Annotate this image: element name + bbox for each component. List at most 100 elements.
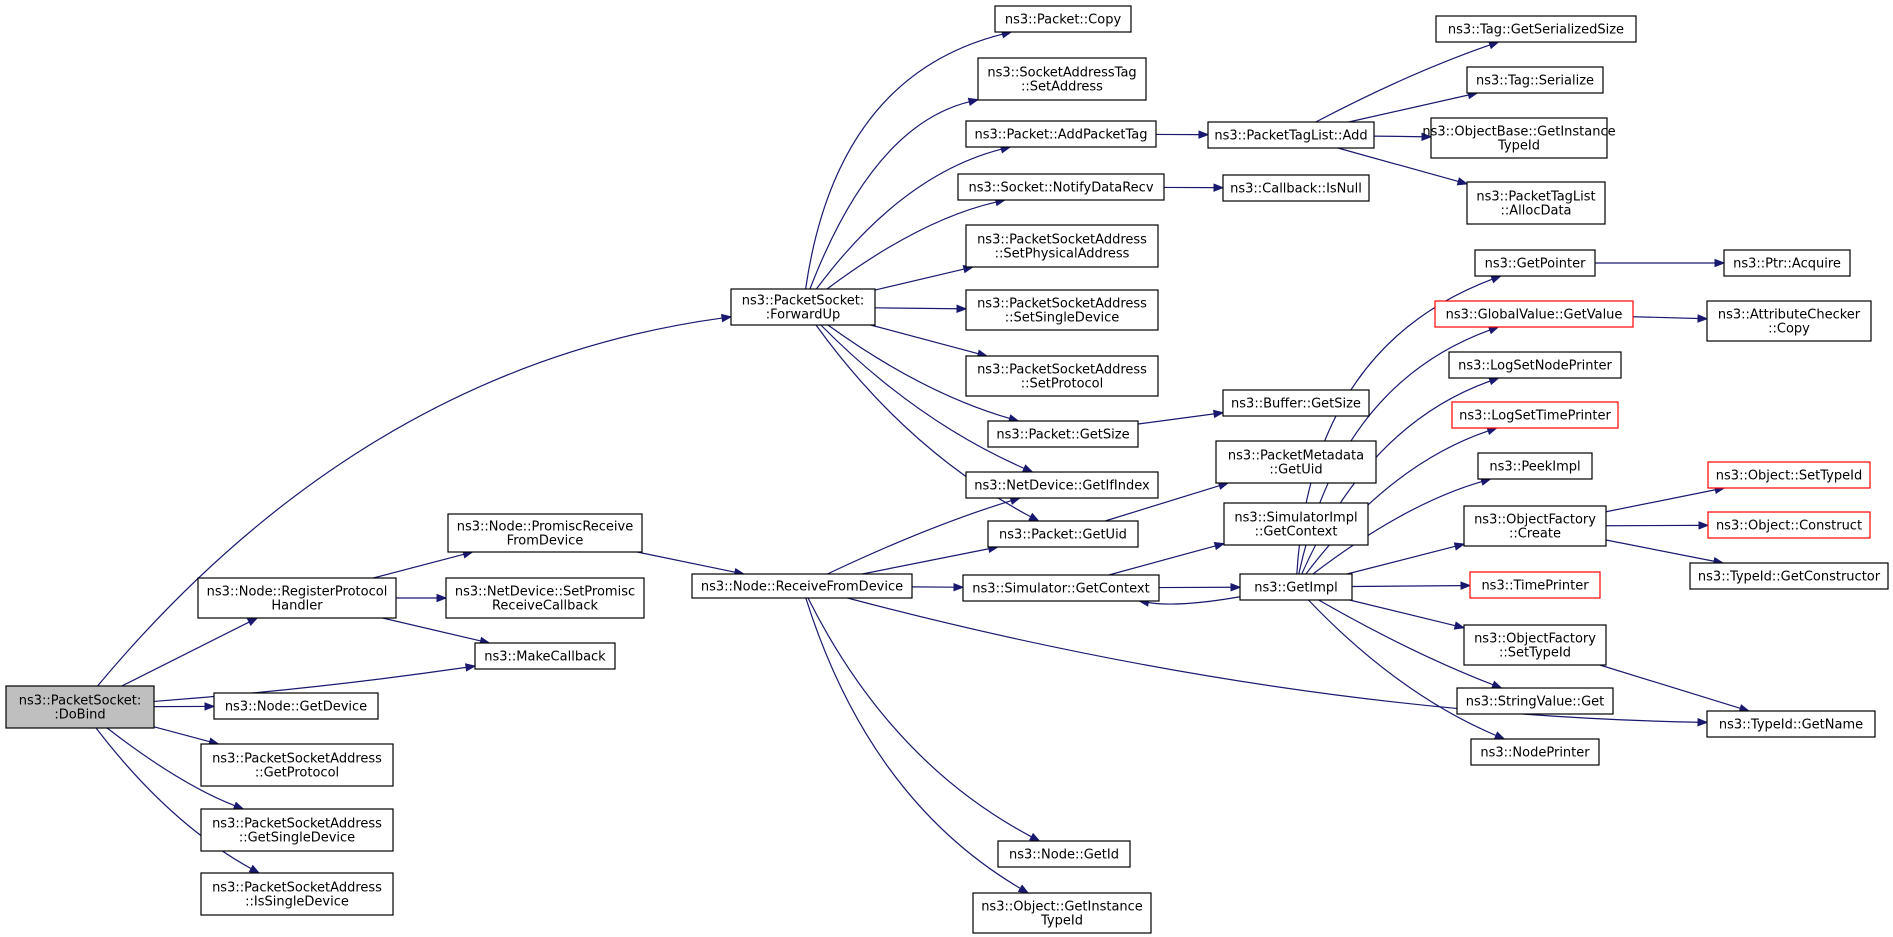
node-forwardup[interactable]: ns3::PacketSocket::ForwardUp xyxy=(730,288,876,326)
node-timeprinter[interactable]: ns3::TimePrinter xyxy=(1469,571,1601,599)
node-notifydatarecv[interactable]: ns3::Socket::NotifyDataRecv xyxy=(957,173,1165,201)
node-nodegetdevice[interactable]: ns3::Node::GetDevice xyxy=(213,692,379,720)
arrowhead-getpointer-to-ptr_acquire xyxy=(1714,258,1726,268)
node-buffer_getsize[interactable]: ns3::Buffer::GetSize xyxy=(1222,389,1370,417)
node-box xyxy=(1435,15,1637,43)
node-label: ns3::Node::ReceiveFromDevice xyxy=(701,580,903,595)
node-logtimeprinter[interactable]: ns3::LogSetTimePrinter xyxy=(1451,401,1619,429)
node-makecallback[interactable]: ns3::MakeCallback xyxy=(474,642,616,670)
node-tag_getserialized[interactable]: ns3::Tag::GetSerializedSize xyxy=(1435,15,1637,43)
node-packetgetuid[interactable]: ns3::Packet::GetUid xyxy=(987,520,1139,548)
node-box xyxy=(1706,300,1872,342)
node-label: ns3::GetImpl xyxy=(1254,581,1338,596)
arrowhead-ptl_add-to-ptl_allocdata xyxy=(1456,177,1469,186)
node-label: ::SetTypeId xyxy=(1499,646,1571,661)
node-ptr_acquire[interactable]: ns3::Ptr::Acquire xyxy=(1723,249,1851,277)
node-typeid_getname[interactable]: ns3::TypeId::GetName xyxy=(1706,710,1876,738)
node-label: ns3::ObjectFactory xyxy=(1474,632,1596,647)
node-psa_getsingle[interactable]: ns3::PacketSocketAddress::GetSingleDevic… xyxy=(200,808,394,852)
node-ptl_add[interactable]: ns3::PacketTagList::Add xyxy=(1207,121,1375,149)
node-ptl_allocdata[interactable]: ns3::PacketTagList::AllocData xyxy=(1466,181,1606,225)
node-lognodeprinter[interactable]: ns3::LogSetNodePrinter xyxy=(1448,351,1622,379)
node-tag_serialize[interactable]: ns3::Tag::Serialize xyxy=(1466,66,1604,94)
node-pm_getuid[interactable]: ns3::PacketMetadata::GetUid xyxy=(1215,440,1377,484)
node-ac_copy[interactable]: ns3::AttributeChecker::Copy xyxy=(1706,300,1872,342)
arrowhead-getimpl-to-stringvalue_get xyxy=(1491,680,1503,689)
edge-gv_getvalue-to-ac_copy xyxy=(1632,316,1699,320)
node-box xyxy=(965,355,1159,397)
node-of_settypeid[interactable]: ns3::ObjectFactory::SetTypeId xyxy=(1463,624,1607,666)
node-label: ns3::PacketSocketAddress xyxy=(212,752,382,767)
node-psa_getprotocol[interactable]: ns3::PacketSocketAddress::GetProtocol xyxy=(200,743,394,787)
arrowhead-ptl_add-to-objbase_getinstance xyxy=(1421,132,1433,141)
node-label: ns3::PacketTagList xyxy=(1476,190,1595,205)
node-label: ns3::Node::GetId xyxy=(1009,848,1119,863)
edge-sim_getcontext-to-simimpl_getcontext xyxy=(1108,545,1216,576)
node-label: ns3::NodePrinter xyxy=(1480,746,1590,761)
node-getimpl[interactable]: ns3::GetImpl xyxy=(1239,573,1353,601)
node-packetcopy[interactable]: ns3::Packet::Copy xyxy=(994,5,1132,33)
node-obj_construct[interactable]: ns3::Object::Construct xyxy=(1707,511,1871,539)
node-box xyxy=(691,573,913,599)
node-simimpl_getcontext[interactable]: ns3::SimulatorImpl::GetContext xyxy=(1223,502,1369,546)
node-label: ns3::PacketSocketAddress xyxy=(977,233,1147,248)
node-label: ns3::Packet::GetSize xyxy=(996,428,1129,443)
node-label: ns3::StringValue::Get xyxy=(1466,695,1604,710)
edge-of_create-to-obj_settypeid xyxy=(1605,489,1716,513)
node-obj_settypeid[interactable]: ns3::Object::SetTypeId xyxy=(1707,461,1871,489)
node-netdev_getifindex[interactable]: ns3::NetDevice::GetIfIndex xyxy=(965,471,1159,499)
node-packetgetsize[interactable]: ns3::Packet::GetSize xyxy=(987,420,1139,448)
node-box xyxy=(965,289,1159,331)
node-dobind[interactable]: ns3::PacketSocket::DoBind xyxy=(5,685,155,729)
node-psa_setphysical[interactable]: ns3::PacketSocketAddress::SetPhysicalAdd… xyxy=(965,224,1159,268)
node-box xyxy=(1474,249,1596,277)
node-label: ns3::ObjectFactory xyxy=(1474,513,1596,528)
node-peekimpl[interactable]: ns3::PeekImpl xyxy=(1477,452,1593,480)
node-psa_setprotocol[interactable]: ns3::PacketSocketAddress::SetProtocol xyxy=(965,355,1159,397)
node-label: ns3::NetDevice::SetPromisc xyxy=(455,585,635,600)
node-setpromisc[interactable]: ns3::NetDevice::SetPromiscReceiveCallbac… xyxy=(445,577,645,619)
node-getpointer[interactable]: ns3::GetPointer xyxy=(1474,249,1596,277)
node-box xyxy=(1456,687,1614,715)
node-typeid_getconstructor[interactable]: ns3::TypeId::GetConstructor xyxy=(1689,562,1889,590)
node-addpackettag[interactable]: ns3::Packet::AddPacketTag xyxy=(965,120,1157,148)
node-label: ::Create xyxy=(1509,527,1561,542)
node-label: TypeId xyxy=(1497,139,1540,154)
node-recvfromdevice[interactable]: ns3::Node::ReceiveFromDevice xyxy=(691,573,913,599)
node-psa_setsingle[interactable]: ns3::PacketSocketAddress::SetSingleDevic… xyxy=(965,289,1159,331)
node-label: ::GetProtocol xyxy=(255,766,339,781)
arrowhead-gv_getvalue-to-ac_copy xyxy=(1697,314,1709,323)
node-label: ns3::MakeCallback xyxy=(484,650,606,665)
node-sat_setaddress[interactable]: ns3::SocketAddressTag::SetAddress xyxy=(977,57,1147,101)
arrowhead-dobind-to-forwardup xyxy=(721,313,733,323)
edge-recvfromdevice-to-obj_getinstancetypeid xyxy=(805,597,1021,889)
node-gv_getvalue[interactable]: ns3::GlobalValue::GetValue xyxy=(1434,300,1634,328)
node-label: ns3::Object::GetInstance xyxy=(981,900,1143,915)
node-psa_issingle[interactable]: ns3::PacketSocketAddress::IsSingleDevice xyxy=(200,872,394,916)
arrowhead-forwardup-to-psa_setsingle xyxy=(956,304,968,314)
node-cb_isnull[interactable]: ns3::Callback::IsNull xyxy=(1222,174,1370,202)
edge-forwardup-to-psa_setsingle xyxy=(874,307,958,310)
arrowhead-registerproto-to-setpromisc xyxy=(436,593,448,603)
node-box xyxy=(1222,174,1370,202)
node-nodegetid[interactable]: ns3::Node::GetId xyxy=(997,840,1131,868)
node-box xyxy=(1469,571,1601,599)
node-nodeprinter[interactable]: ns3::NodePrinter xyxy=(1470,738,1600,766)
node-of_create[interactable]: ns3::ObjectFactory::Create xyxy=(1463,505,1607,547)
node-label: ns3::PacketSocketAddress xyxy=(212,881,382,896)
node-label: ns3::GlobalValue::GetValue xyxy=(1446,308,1623,323)
node-box xyxy=(1466,181,1606,225)
arrowhead-dobind-to-nodegetdevice xyxy=(204,702,216,711)
node-stringvalue_get[interactable]: ns3::StringValue::Get xyxy=(1456,687,1614,715)
edge-getimpl-to-nodeprinter xyxy=(1307,599,1497,737)
arrowhead-forwardup-to-netdev_getifindex xyxy=(1021,464,1034,473)
node-sim_getcontext[interactable]: ns3::Simulator::GetContext xyxy=(962,574,1160,602)
node-label: ns3::Simulator::GetContext xyxy=(972,582,1149,597)
node-box xyxy=(987,420,1139,448)
node-label: ns3::ObjectBase::GetInstance xyxy=(1422,125,1615,140)
